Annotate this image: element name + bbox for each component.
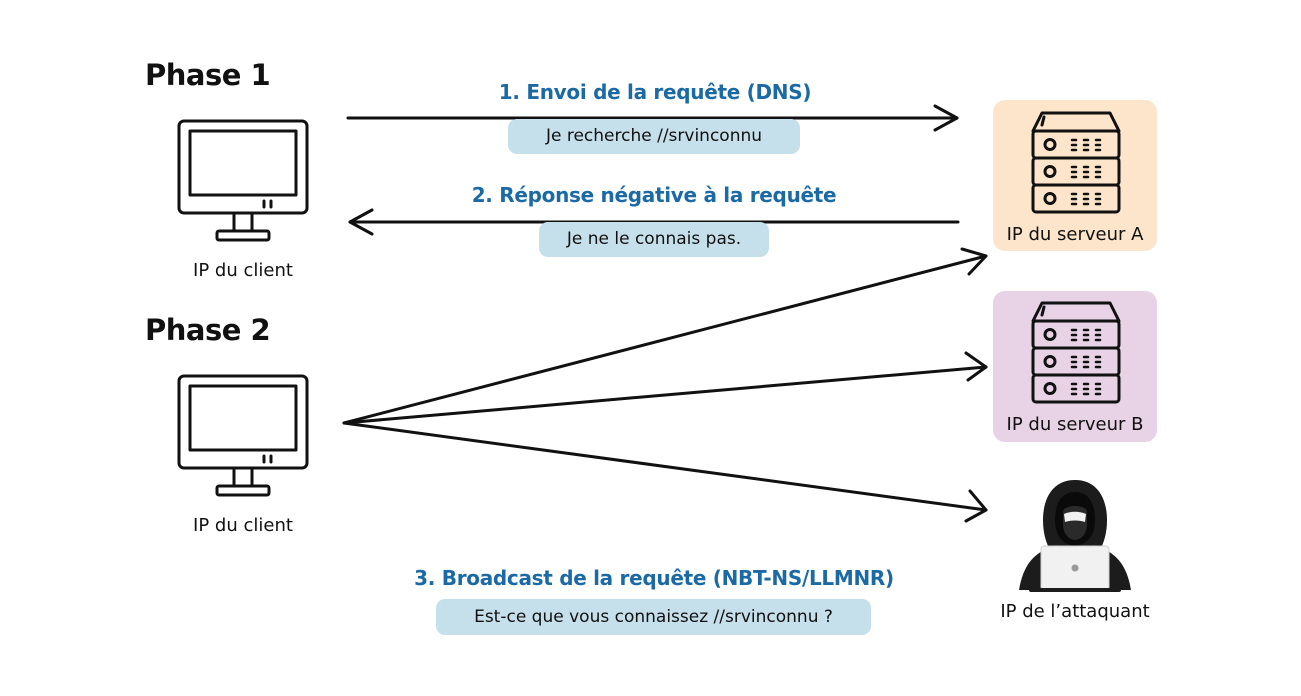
server-a-label: IP du serveur A	[1006, 224, 1144, 245]
step-3-title: 3. Broadcast de la requête (NBT-NS/LLMNR…	[414, 566, 894, 590]
step-2-title: 2. Réponse négative à la requête	[471, 183, 837, 207]
step-3-message: Est-ce que vous connaissez //srvinconnu …	[436, 599, 871, 635]
attacker-label: IP de l’attaquant	[1000, 601, 1150, 622]
arrow-request-dns	[346, 104, 959, 132]
arrow-broadcast-attacker	[342, 421, 988, 523]
phase-1-title: Phase 1	[145, 58, 271, 92]
hooded-hacker-icon	[1019, 480, 1131, 592]
arrow-broadcast-server-a	[342, 247, 988, 425]
monitor-icon	[177, 374, 309, 497]
step-2-message: Je ne le connais pas.	[539, 222, 769, 257]
client-label-phase2: IP du client	[193, 515, 293, 536]
step-1-title: 1. Envoi de la requête (DNS)	[498, 80, 812, 104]
server-rack-icon	[1031, 301, 1121, 404]
client-label-phase1: IP du client	[193, 260, 293, 281]
step-1-message: Je recherche //srvinconnu	[508, 119, 800, 154]
phase-2-title: Phase 2	[145, 313, 271, 347]
arrow-broadcast-server-b	[342, 351, 988, 425]
server-a-box	[993, 100, 1157, 251]
server-rack-icon	[1031, 111, 1121, 214]
server-b-label: IP du serveur B	[1006, 414, 1144, 435]
monitor-icon	[177, 119, 309, 242]
